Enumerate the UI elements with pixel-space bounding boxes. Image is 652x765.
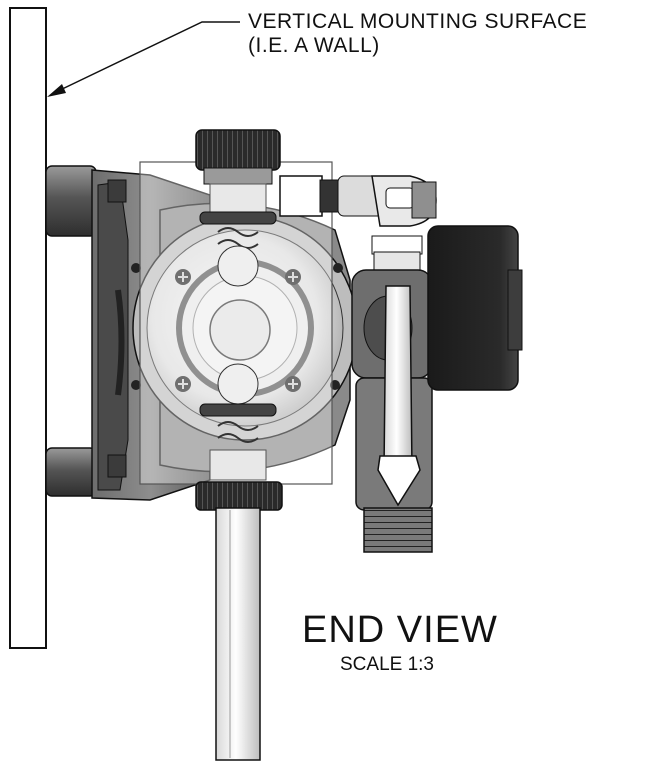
top-valve: [195, 129, 281, 287]
view-title: END VIEW: [302, 609, 498, 651]
wall: [9, 7, 47, 649]
mounting-surface-line1: VERTICAL MOUNTING SURFACE: [248, 10, 588, 33]
mounting-standoffs: [45, 165, 97, 497]
bottom-valve: [195, 363, 283, 511]
mounting-surface-line2: (I.E. A WALL): [248, 34, 380, 57]
inlet-fitting: [279, 175, 437, 227]
head-screws: [131, 263, 343, 392]
leader-line: [47, 21, 240, 97]
view-scale: SCALE 1:3: [340, 654, 434, 675]
mounting-surface-label: VERTICAL MOUNTING SURFACE (I.E. A WALL): [248, 10, 587, 58]
side-elbow: [351, 235, 433, 553]
discharge-tube: [215, 507, 261, 761]
solenoid-box: [427, 225, 523, 391]
